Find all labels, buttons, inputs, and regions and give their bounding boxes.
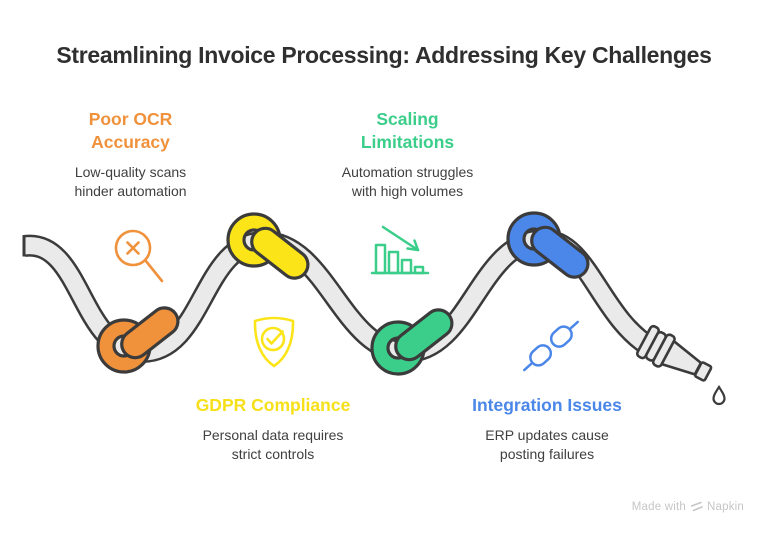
shield-check-icon (253, 316, 295, 368)
challenge-desc-gdpr: Personal data requires strict controls (202, 427, 344, 462)
watermark-prefix: Made with (631, 501, 686, 513)
knot-blue (506, 211, 590, 279)
broken-chain-icon (522, 320, 580, 372)
watermark-brand: Napkin (707, 501, 744, 513)
made-with-napkin-watermark: Made with Napkin (632, 501, 744, 513)
challenge-title-poor-ocr: Poor OCR Accuracy (88, 109, 173, 152)
napkin-logo-icon (690, 501, 703, 512)
droplet-icon (712, 384, 726, 406)
knot-green (370, 308, 454, 376)
challenge-title-scaling: Scaling Limitations (360, 109, 455, 152)
page-title: Streamlining Invoice Processing: Address… (56, 42, 712, 68)
challenge-desc-poor-ocr: Low-quality scans hinder automation (74, 164, 187, 199)
knot-yellow (226, 212, 310, 280)
challenge-title-integration: Integration Issues (472, 395, 622, 415)
hose-nozzle (635, 324, 713, 382)
declining-bar-chart-icon (370, 225, 430, 275)
challenge-desc-integration: ERP updates cause posting failures (485, 427, 609, 462)
knot-orange (96, 306, 180, 374)
challenge-title-gdpr: GDPR Compliance (195, 395, 351, 415)
challenge-desc-scaling: Automation struggles with high volumes (341, 164, 474, 199)
magnifier-x-icon (114, 229, 164, 283)
